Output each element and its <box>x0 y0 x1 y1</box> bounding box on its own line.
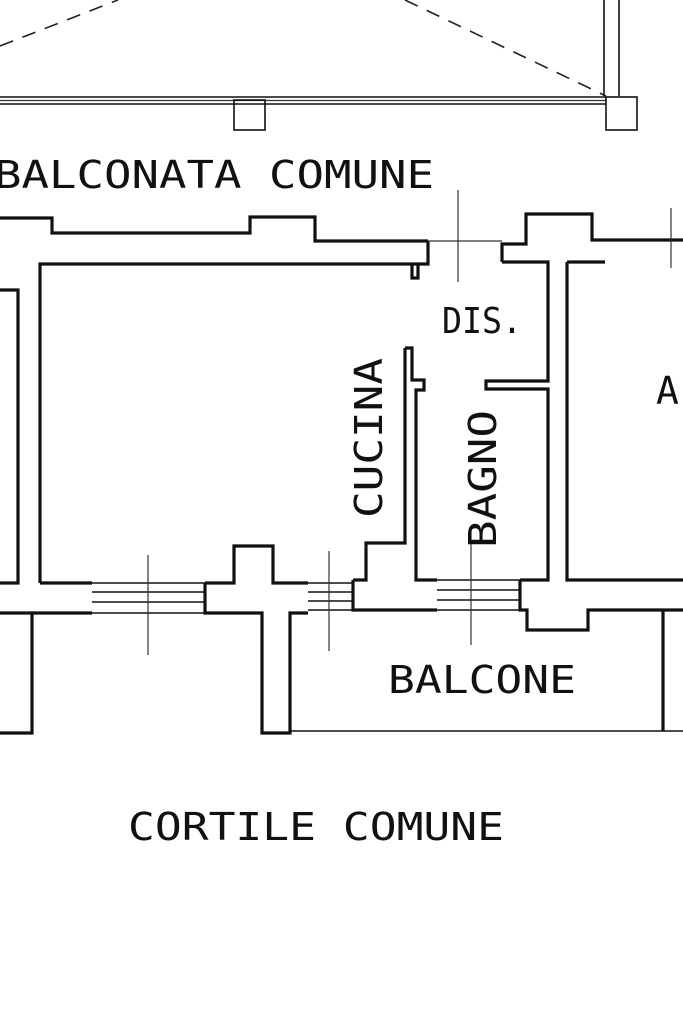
bagno-label: BAGNO <box>461 410 505 548</box>
balconata-railing <box>0 96 638 131</box>
balcone-label: BALCONE <box>388 658 576 702</box>
balconata-comune-label: BALCONATA COMUNE <box>0 153 434 197</box>
cucina-label: CUCINA <box>347 358 391 518</box>
walls <box>0 190 683 735</box>
partial-room-label: A <box>656 369 679 413</box>
roof-outline <box>0 0 620 97</box>
cortile-comune-label: CORTILE COMUNE <box>128 805 504 849</box>
dis-label: DIS. <box>442 301 522 342</box>
